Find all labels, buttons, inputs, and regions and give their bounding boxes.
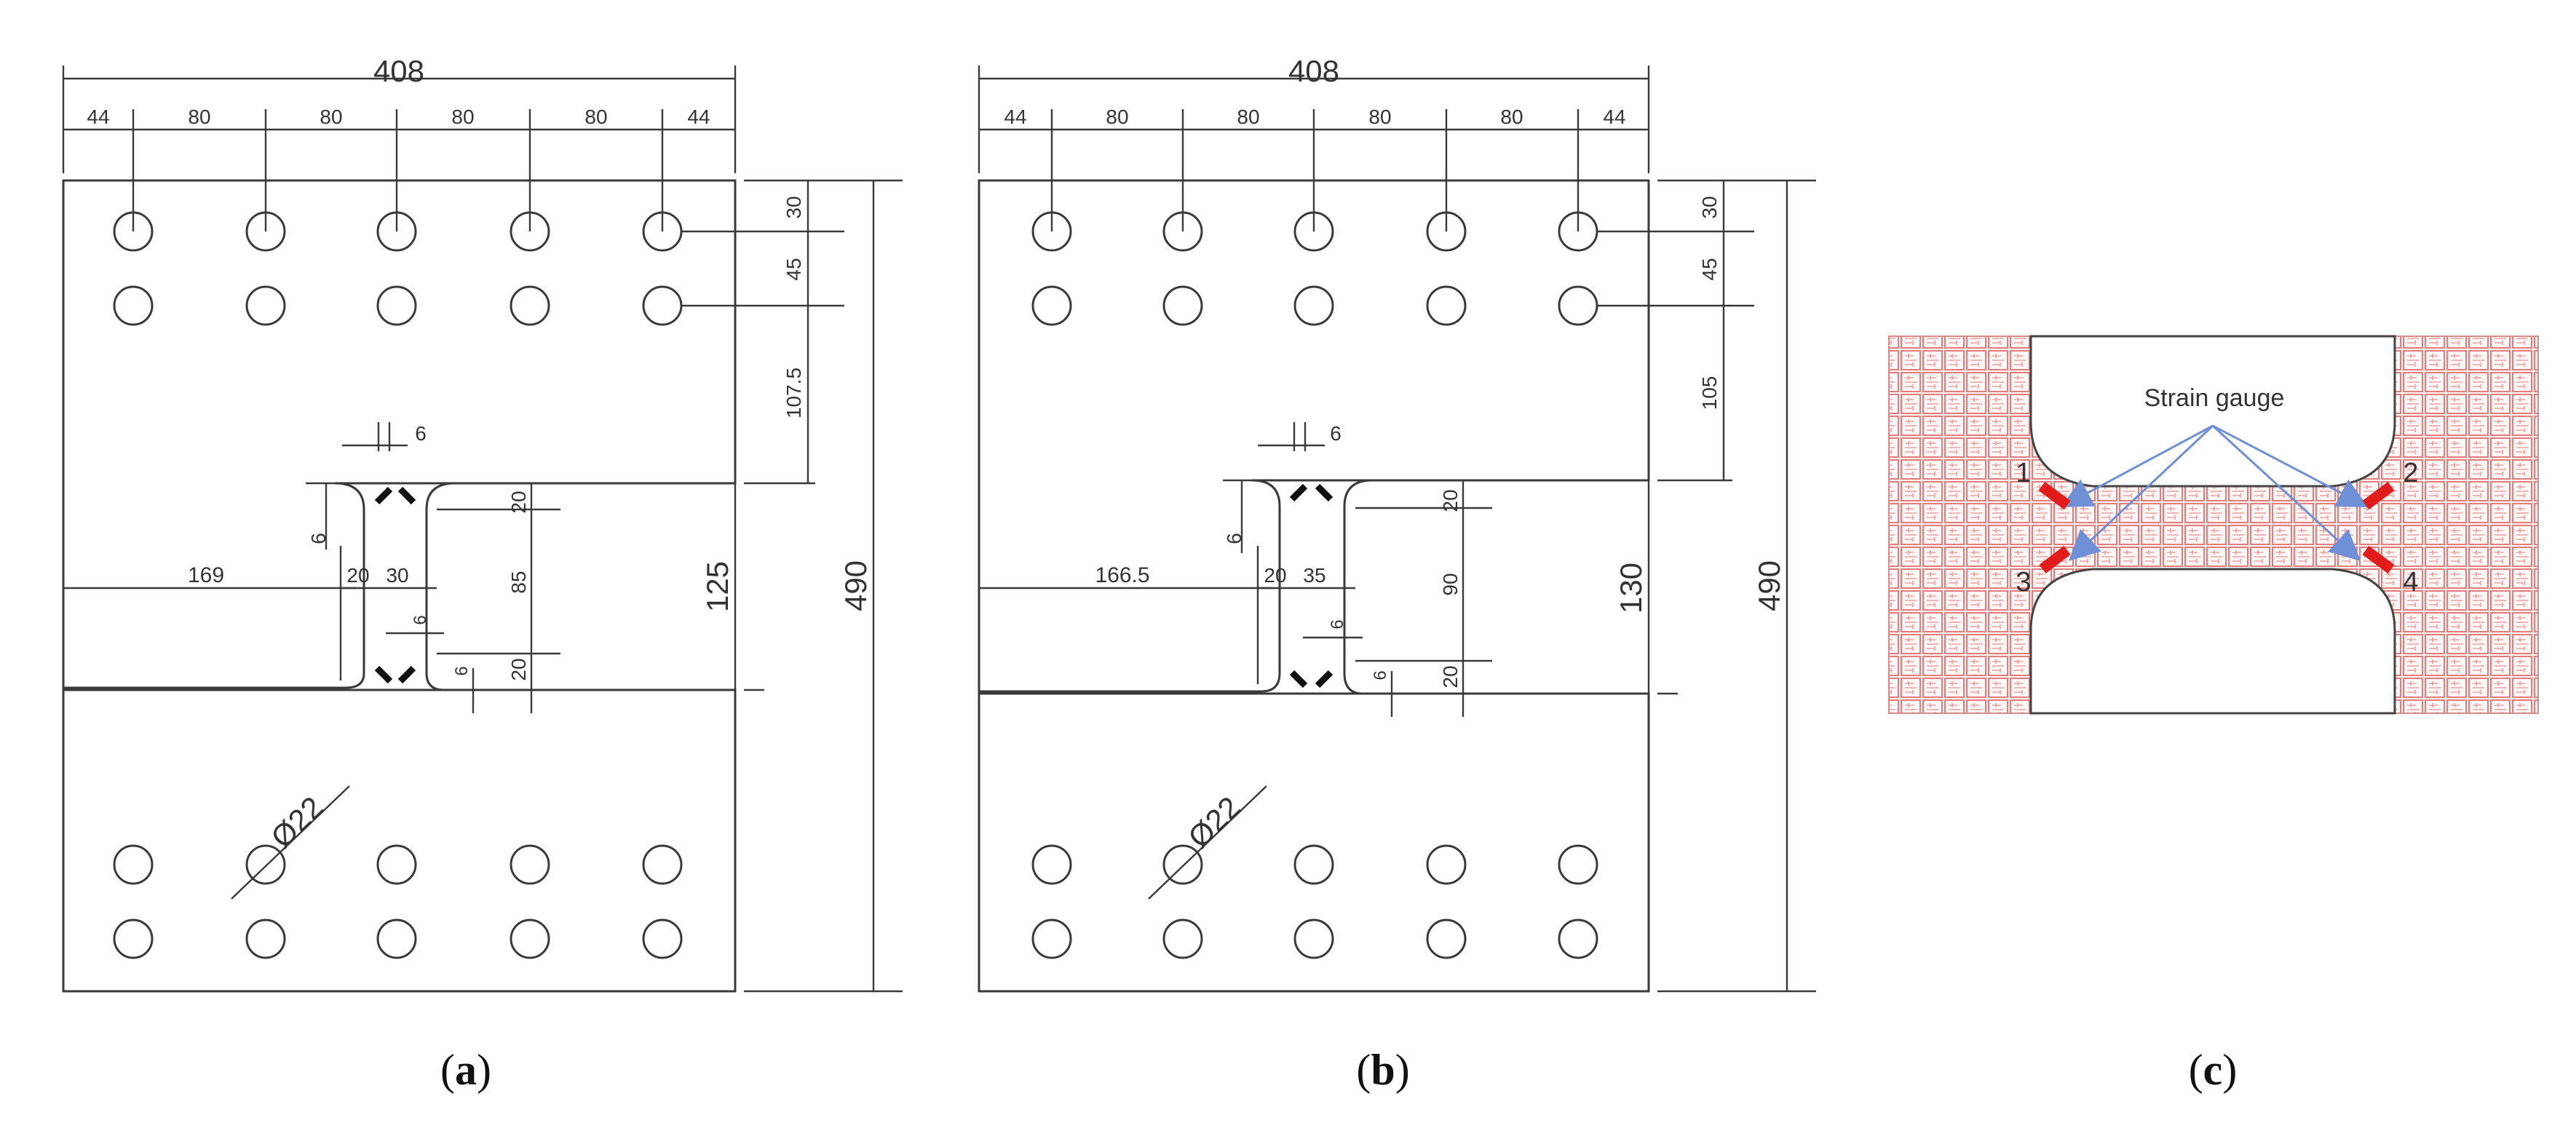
panel-a-dim-width-mid: 30 xyxy=(386,564,408,587)
panel-b-drawing: 408 44 80 80 80 80 44 30 45 105 130 490 xyxy=(978,54,1816,1094)
panel-a-dim-total-width: 408 xyxy=(373,54,424,88)
panel-b-notch-right xyxy=(1343,479,1649,695)
panel-b-dim-spacing: 80 xyxy=(1106,106,1128,128)
panel-b-dim-total-height: 490 xyxy=(1752,560,1786,611)
panel-b-notch-dims xyxy=(979,422,1492,717)
panel-b-dim-fillet-top: 20 xyxy=(1439,489,1462,512)
panel-b-dim-gap-top: 6 xyxy=(1330,422,1341,445)
gauge-2-label: 2 xyxy=(2403,458,2418,488)
panel-a-dim-fillet-bottom: 20 xyxy=(507,658,530,680)
panel-a-dim-hole-row-1: 30 xyxy=(782,196,805,218)
panel-c-strain-gauge-layout: Strain gauge 1 2 3 4 (c) xyxy=(1888,335,2539,1094)
panel-b-dim-mid-height: 90 xyxy=(1439,573,1462,595)
panel-a-dim-notch-gap: 125 xyxy=(700,561,734,612)
panel-a-dim-small-top: 6 xyxy=(411,615,430,624)
panel-b-dim-width-left: 20 xyxy=(1264,564,1286,587)
panel-a-diameter-leader xyxy=(231,785,350,900)
panel-a-outline-bottom xyxy=(62,688,737,993)
panel-a-dim-to-notch: 107.5 xyxy=(782,368,805,418)
panel-a-dim-mid-height: 85 xyxy=(507,571,530,593)
panel-b-dim-notch-depth: 166.5 xyxy=(1095,563,1149,587)
panel-a-notch-dims xyxy=(63,422,560,713)
panel-b-top-dims xyxy=(978,66,1650,231)
panel-a-dim-fillet-top: 20 xyxy=(507,491,530,513)
gauge-1-icon xyxy=(2038,481,2071,510)
panel-a-dim-spacing: 80 xyxy=(584,106,607,128)
panel-a-dim-spacing: 80 xyxy=(451,106,474,128)
panel-a-dim-radius-left: 6 xyxy=(307,533,330,544)
panel-b-dim-fillet-bottom: 20 xyxy=(1439,665,1462,688)
panel-a-notch-right xyxy=(425,482,735,691)
panel-b-dim-spacing: 80 xyxy=(1368,106,1391,128)
panel-b-dim-spacing: 80 xyxy=(1237,106,1259,128)
panel-a-drawing: 408 44 80 80 80 80 44 30 45 107.5 125 49… xyxy=(62,54,903,1094)
panel-c-arrows xyxy=(2061,424,2369,561)
panel-a-dim-gap-top: 6 xyxy=(415,422,427,445)
panel-b-dim-to-notch: 105 xyxy=(1698,376,1721,410)
panel-a-gauge-marks xyxy=(374,486,416,684)
panel-b-holes xyxy=(1031,211,1598,959)
panel-b-dim-hole-row-1: 30 xyxy=(1698,196,1721,218)
panel-b-dim-hole-row-2: 45 xyxy=(1698,258,1721,280)
panel-b-dim-small-bottom: 6 xyxy=(1371,670,1390,680)
panel-b-dim-width-mid: 35 xyxy=(1303,564,1325,587)
panel-b-dim-hole-diameter: Ø22 xyxy=(1181,790,1247,854)
panel-b-gauge-marks xyxy=(1289,483,1333,688)
panel-a-dim-notch-depth: 169 xyxy=(188,563,224,587)
panel-c-cutout-top xyxy=(2029,335,2396,488)
panel-b-dim-spacing: 44 xyxy=(1004,106,1026,128)
panel-c-cutout-bottom xyxy=(2029,568,2396,715)
panel-c-gauges xyxy=(2038,481,2395,574)
panel-b-dim-radius-left: 6 xyxy=(1223,533,1245,544)
panel-b-right-dims xyxy=(1597,179,1816,993)
panel-a-dim-spacing: 44 xyxy=(687,106,710,128)
gauge-1-label: 1 xyxy=(2016,458,2031,488)
panel-c-caption: (c) xyxy=(2189,1046,2238,1094)
panel-b-dim-spacing: 44 xyxy=(1603,106,1625,128)
panel-a-right-dims xyxy=(681,179,903,993)
panel-a-dim-hole-diameter: Ø22 xyxy=(264,790,330,854)
panel-a-dim-width-left: 20 xyxy=(346,564,369,587)
panel-b-diameter-leader xyxy=(1148,785,1267,900)
panel-a-dim-total-height: 490 xyxy=(839,560,873,611)
gauge-3-label: 3 xyxy=(2016,567,2031,598)
panel-a-dim-spacing: 80 xyxy=(188,106,210,128)
panel-b-dim-small-top: 6 xyxy=(1328,619,1347,629)
panel-a-outline-top xyxy=(62,179,737,689)
panel-a-caption: (a) xyxy=(440,1046,491,1094)
panel-a-top-dims xyxy=(62,66,737,231)
panel-b-dim-total-width: 408 xyxy=(1288,54,1339,88)
panel-a-dim-spacing: 80 xyxy=(320,106,342,128)
panel-c-strain-gauge-label: Strain gauge xyxy=(2144,384,2285,412)
gauge-4-label: 4 xyxy=(2403,567,2418,598)
panel-b-dim-spacing: 80 xyxy=(1500,106,1523,128)
panel-a-dim-hole-row-2: 45 xyxy=(782,258,805,280)
gauge-2-icon xyxy=(2362,481,2395,510)
panel-b-outline-top xyxy=(978,179,1650,693)
panel-a-dim-spacing: 44 xyxy=(87,106,109,128)
panel-b-outline-bottom xyxy=(978,692,1650,993)
panel-b-dim-notch-gap: 130 xyxy=(1614,563,1648,614)
gauge-3-icon xyxy=(2039,546,2071,574)
panel-a-dim-small-bottom: 6 xyxy=(452,666,472,675)
gauge-4-icon xyxy=(2362,545,2395,574)
panel-b-caption: (b) xyxy=(1356,1046,1409,1094)
